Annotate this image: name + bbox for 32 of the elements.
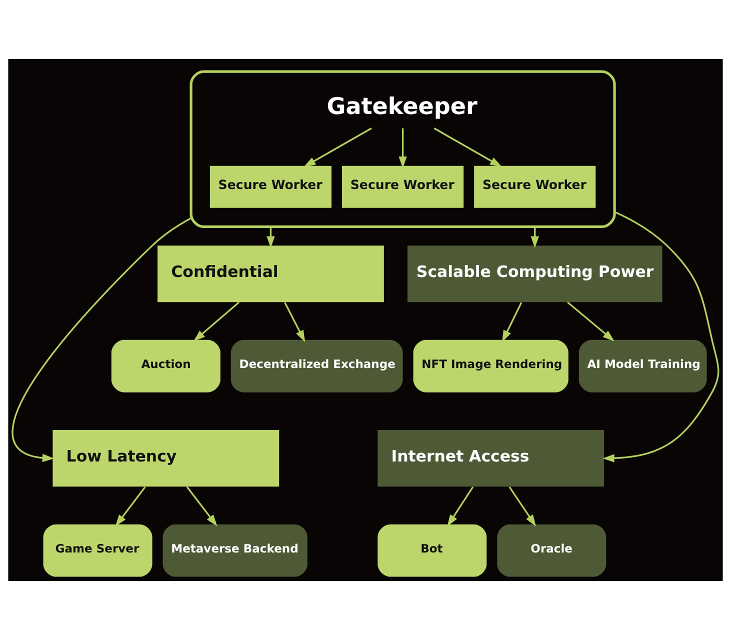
arrow <box>567 301 614 341</box>
node-box: Auction <box>111 339 220 392</box>
arrow <box>284 302 306 342</box>
arrow <box>530 226 539 248</box>
arrow <box>266 226 275 248</box>
arrow <box>115 486 146 526</box>
node-box: Internet Access <box>378 430 604 486</box>
node-box: Secure Worker <box>474 165 596 208</box>
node-box: AI Model Training <box>578 339 707 392</box>
arrow <box>12 216 192 462</box>
arrow <box>186 486 218 526</box>
arrow <box>304 127 372 166</box>
arrow <box>602 210 720 462</box>
node-box: Confidential <box>158 245 384 302</box>
node-box: Oracle <box>497 524 606 576</box>
node-box: Secure Worker <box>342 165 464 208</box>
node-box: Secure Worker <box>210 165 332 208</box>
node-box: Bot <box>378 524 487 576</box>
node-box: Scalable Computing Power <box>408 245 662 302</box>
node-box: Metaverse Backend <box>162 524 308 576</box>
arrow <box>398 128 407 168</box>
node-box: Low Latency <box>52 430 280 486</box>
arrow <box>502 302 522 342</box>
node-box: NFT Image Rendering <box>413 339 568 392</box>
arrow <box>508 486 536 526</box>
arrow <box>434 127 502 166</box>
arrow <box>193 301 240 341</box>
cluster <box>190 70 616 228</box>
node-text: Gatekeeper <box>326 94 478 120</box>
node-box: Game Server <box>43 524 152 576</box>
arrow <box>447 486 474 526</box>
node-box: Decentralized Exchange <box>230 339 403 392</box>
